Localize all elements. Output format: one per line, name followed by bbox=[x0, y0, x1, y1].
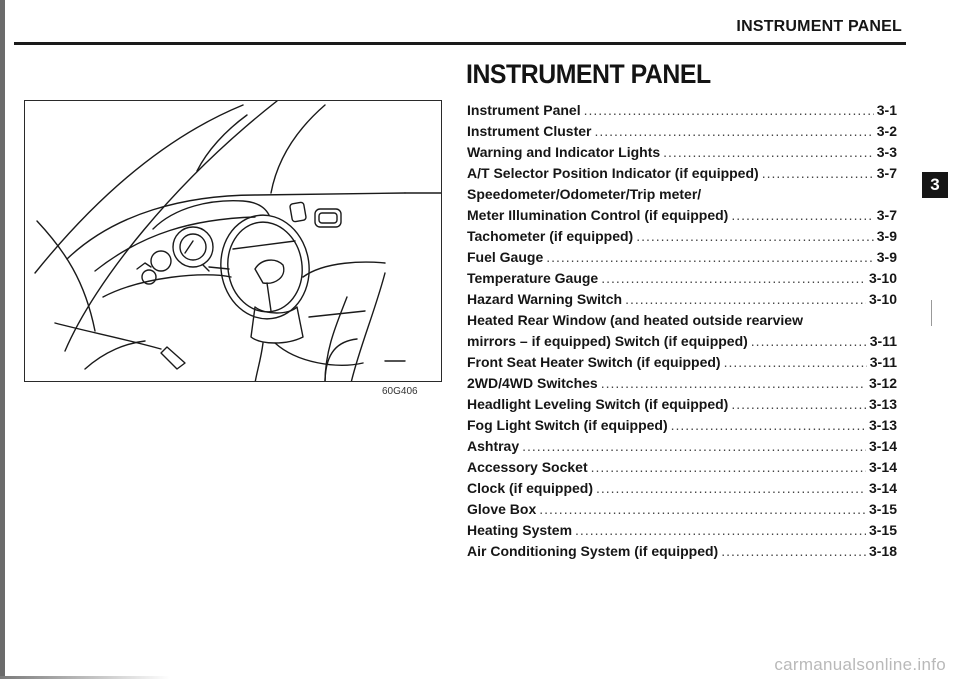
toc-entry-page: 3-10 bbox=[868, 291, 897, 307]
toc-entry-title: Speedometer/Odometer/Trip meter/ bbox=[467, 186, 702, 202]
toc-entry-title: mirrors – if equipped) Switch (if equipp… bbox=[467, 333, 748, 349]
toc-entry[interactable]: Ashtray 3-14 bbox=[467, 436, 897, 457]
chapter-tab: 3 bbox=[922, 172, 948, 198]
toc-entry-page: 3-7 bbox=[876, 207, 897, 223]
dot-leader bbox=[724, 352, 867, 373]
toc-entry[interactable]: Temperature Gauge 3-10 bbox=[467, 268, 897, 289]
toc-entry[interactable]: Clock (if equipped) 3-14 bbox=[467, 478, 897, 499]
toc-entry-title: Fuel Gauge bbox=[467, 249, 544, 265]
toc-entry-title: A/T Selector Position Indicator (if equi… bbox=[467, 165, 759, 181]
toc-entry-title: Hazard Warning Switch bbox=[467, 291, 623, 307]
toc-entry[interactable]: A/T Selector Position Indicator (if equi… bbox=[467, 163, 897, 184]
toc-entry[interactable]: Air Conditioning System (if equipped) 3-1… bbox=[467, 541, 897, 562]
toc-entry-title: Air Conditioning System (if equipped) bbox=[467, 543, 719, 559]
dashboard-drawing-icon bbox=[34, 101, 441, 381]
header-rule bbox=[14, 42, 906, 45]
toc-entry-title: Meter Illumination Control (if equipped) bbox=[467, 207, 729, 223]
watermark: carmanualsonline.info bbox=[774, 655, 946, 674]
dot-leader bbox=[596, 478, 866, 499]
toc-entry[interactable]: Accessory Socket 3-14 bbox=[467, 457, 897, 478]
toc-entry-page: 3-11 bbox=[869, 333, 897, 349]
toc-entry-page: 3-1 bbox=[876, 102, 897, 118]
dot-leader bbox=[663, 142, 874, 163]
dot-leader bbox=[601, 268, 866, 289]
toc-entry-title: Clock (if equipped) bbox=[467, 480, 593, 496]
toc-entry-title: Heating System bbox=[467, 522, 573, 538]
dashboard-illustration bbox=[24, 100, 442, 382]
dot-leader bbox=[721, 541, 866, 562]
section-title: INSTRUMENT PANEL bbox=[466, 59, 711, 89]
toc-entry-title: 2WD/4WD Switches bbox=[467, 375, 598, 391]
dot-leader bbox=[751, 331, 867, 352]
toc-entry[interactable]: Headlight Leveling Switch (if equipped) 3… bbox=[467, 394, 897, 415]
toc-entry-page: 3-18 bbox=[868, 543, 897, 559]
toc-entry-title: Warning and Indicator Lights bbox=[467, 144, 661, 160]
toc-entry[interactable]: Heated Rear Window (and heated outside r… bbox=[467, 310, 897, 331]
toc-entry-page: 3-14 bbox=[868, 459, 897, 475]
toc-entry-page: 3-13 bbox=[868, 396, 897, 412]
toc-entry-title: Tachometer (if equipped) bbox=[467, 228, 634, 244]
toc-entry[interactable]: mirrors – if equipped) Switch (if equipp… bbox=[467, 331, 897, 352]
toc-entry-page: 3-10 bbox=[868, 270, 897, 286]
toc-entry[interactable]: Warning and Indicator Lights 3-3 bbox=[467, 142, 897, 163]
toc-entry-page: 3-15 bbox=[868, 501, 897, 517]
toc-entry-title: Fog Light Switch (if equipped) bbox=[467, 417, 668, 433]
toc-entry[interactable]: Instrument Cluster 3-2 bbox=[467, 121, 897, 142]
figure-code: 60G406 bbox=[382, 386, 418, 397]
scan-shadow bbox=[0, 676, 170, 679]
toc-entry[interactable]: Meter Illumination Control (if equipped)… bbox=[467, 205, 897, 226]
toc-entry[interactable]: Hazard Warning Switch 3-10 bbox=[467, 289, 897, 310]
toc-entry[interactable]: Heating System 3-15 bbox=[467, 520, 897, 541]
dot-leader bbox=[522, 436, 866, 457]
toc-entry[interactable]: Fuel Gauge 3-9 bbox=[467, 247, 897, 268]
dot-leader bbox=[584, 100, 874, 121]
page-binding-edge bbox=[0, 0, 5, 679]
toc-entry[interactable]: Front Seat Heater Switch (if equipped) 3-… bbox=[467, 352, 897, 373]
toc-entry-page: 3-12 bbox=[868, 375, 897, 391]
toc-entry-page: 3-14 bbox=[868, 480, 897, 496]
toc-entry[interactable]: Speedometer/Odometer/Trip meter/ bbox=[467, 184, 897, 205]
dot-leader bbox=[625, 289, 866, 310]
toc-entry-page: 3-2 bbox=[876, 123, 897, 139]
toc-entry-title: Accessory Socket bbox=[467, 459, 588, 475]
dot-leader bbox=[539, 499, 866, 520]
dot-leader bbox=[636, 226, 874, 247]
toc-entry-title: Heated Rear Window (and heated outside r… bbox=[467, 312, 803, 328]
toc-entry-title: Instrument Cluster bbox=[467, 123, 592, 139]
toc-entry-page: 3-15 bbox=[868, 522, 897, 538]
dot-leader bbox=[591, 457, 866, 478]
dot-leader bbox=[671, 415, 866, 436]
dot-leader bbox=[546, 247, 874, 268]
toc-entry[interactable]: Tachometer (if equipped) 3-9 bbox=[467, 226, 897, 247]
toc-entry-title: Headlight Leveling Switch (if equipped) bbox=[467, 396, 729, 412]
toc-entry-title: Ashtray bbox=[467, 438, 520, 454]
dot-leader bbox=[762, 163, 874, 184]
toc-entry-title: Glove Box bbox=[467, 501, 537, 517]
toc-entry-title: Temperature Gauge bbox=[467, 270, 599, 286]
toc-entry[interactable]: Fog Light Switch (if equipped) 3-13 bbox=[467, 415, 897, 436]
dot-leader bbox=[731, 205, 873, 226]
toc-entry[interactable]: Instrument Panel 3-1 bbox=[467, 100, 897, 121]
toc-entry-page: 3-3 bbox=[876, 144, 897, 160]
toc-entry-page: 3-13 bbox=[868, 417, 897, 433]
toc-entry-page: 3-7 bbox=[876, 165, 897, 181]
running-header: INSTRUMENT PANEL bbox=[736, 18, 902, 35]
dot-leader bbox=[731, 394, 866, 415]
toc-entry-page: 3-11 bbox=[869, 354, 897, 370]
toc-entry-title: Instrument Panel bbox=[467, 102, 581, 118]
margin-mark bbox=[931, 300, 932, 326]
toc-entry[interactable]: Glove Box 3-15 bbox=[467, 499, 897, 520]
toc-entry-page: 3-9 bbox=[876, 228, 897, 244]
dot-leader bbox=[601, 373, 866, 394]
toc-entry[interactable]: 2WD/4WD Switches 3-12 bbox=[467, 373, 897, 394]
dot-leader bbox=[575, 520, 866, 541]
dot-leader bbox=[594, 121, 873, 142]
toc-entry-title: Front Seat Heater Switch (if equipped) bbox=[467, 354, 721, 370]
toc-entry-page: 3-9 bbox=[876, 249, 897, 265]
toc-entry-page: 3-14 bbox=[868, 438, 897, 454]
table-of-contents: Instrument Panel 3-1 Instrument Cluster 3-… bbox=[467, 100, 897, 562]
